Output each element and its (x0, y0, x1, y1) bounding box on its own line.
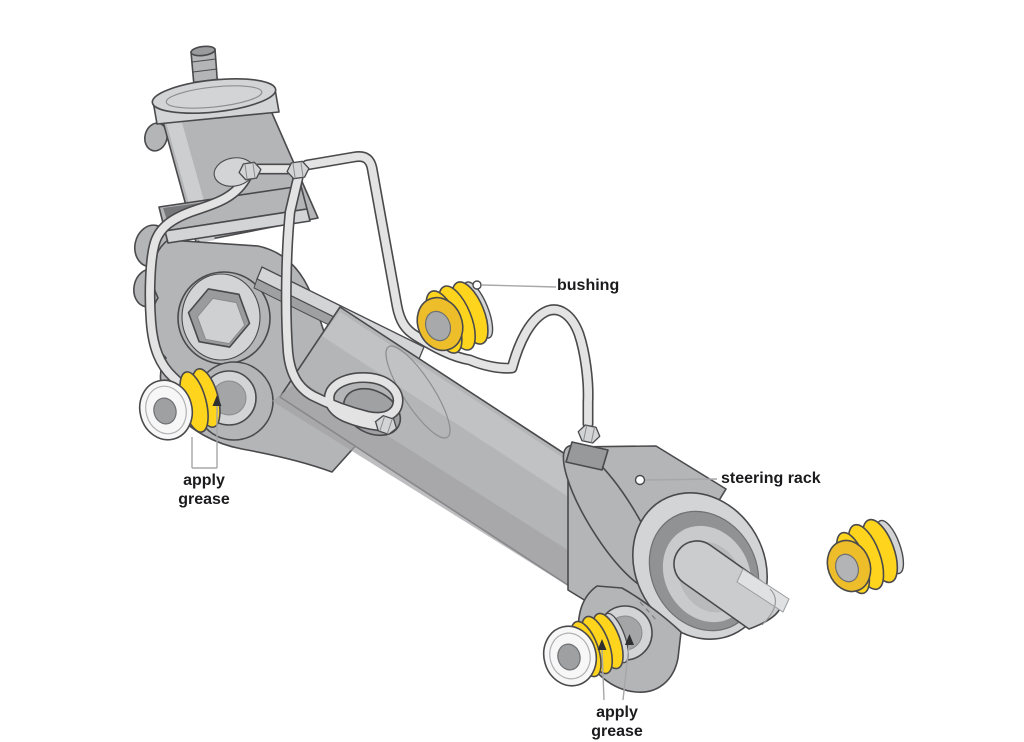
fitting-middle (374, 415, 398, 435)
fitting-right-boss (565, 441, 609, 471)
label-apply-grease-bottom-line1: apply (596, 704, 638, 721)
fitting-valve-left (238, 161, 262, 181)
label-apply-grease-left-line2: grease (178, 491, 230, 508)
fitting-valve-right (286, 160, 310, 180)
hex-socket-boss (177, 271, 271, 365)
hydraulic-line-left (144, 170, 253, 400)
bushing-top (416, 281, 494, 354)
rack-shaft-icon (673, 540, 790, 630)
hydraulic-line-middle (280, 172, 404, 432)
label-apply-grease-left: apply grease (154, 471, 254, 509)
bushing-bottom (542, 612, 629, 687)
leader-steering-rack (634, 474, 718, 486)
label-bushing: bushing (557, 277, 620, 294)
label-apply-grease-bottom: apply grease (567, 703, 667, 741)
label-apply-grease-bottom-line2: grease (591, 723, 643, 740)
fitting-tube (577, 424, 601, 444)
bushing-left (138, 368, 221, 441)
label-apply-grease-left-line1: apply (183, 472, 225, 489)
label-steering-rack: steering rack (721, 470, 821, 487)
leader-apply-grease-bottom (597, 634, 634, 701)
hydraulic-line-right (252, 151, 594, 430)
leader-apply-grease-left (191, 395, 222, 469)
leader-bushing (472, 280, 557, 290)
bushing-right (826, 518, 905, 595)
